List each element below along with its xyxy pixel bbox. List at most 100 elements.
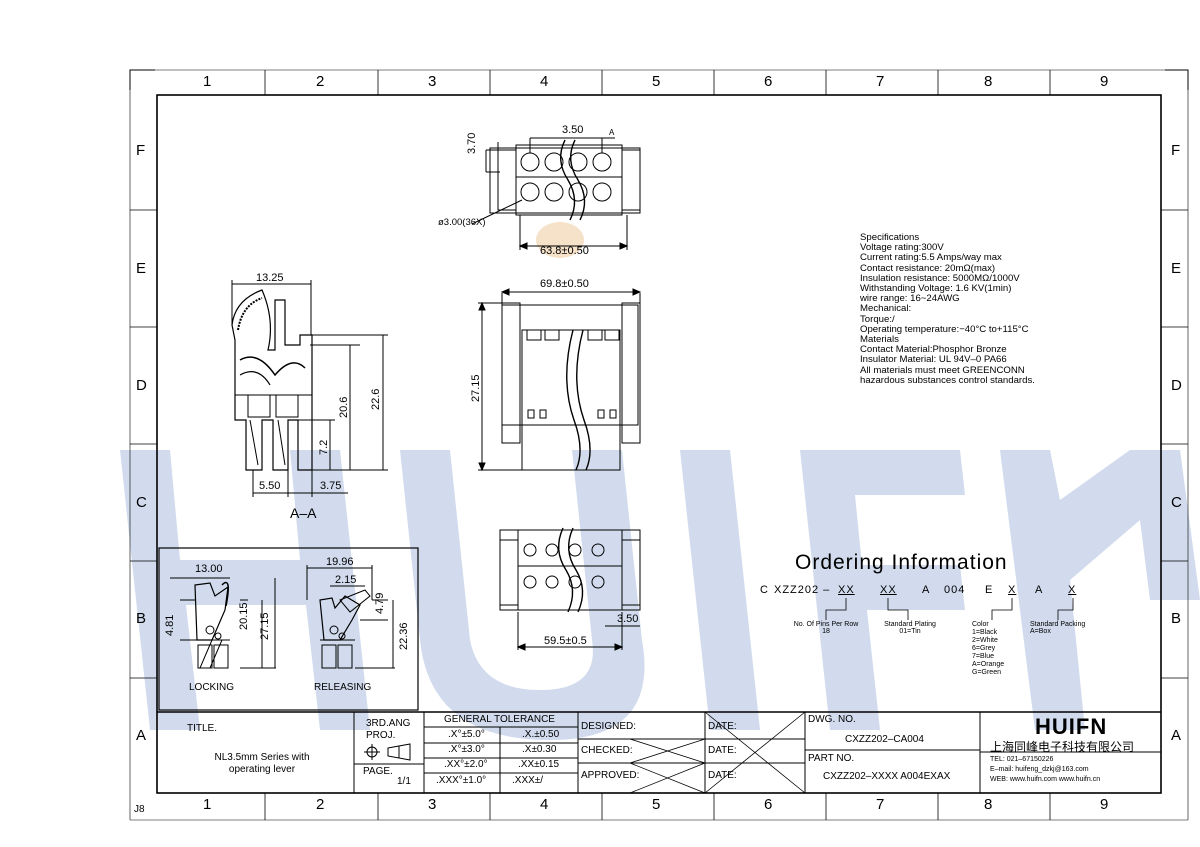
bottom-dim-pitch: 3.50: [617, 613, 639, 625]
note-pins-value: 18: [822, 628, 830, 635]
zone-row-e-right: E: [1171, 260, 1182, 277]
code-part-004: 004: [944, 584, 966, 596]
zone-col-6-bottom: 6: [764, 796, 773, 813]
section-view: [231, 280, 388, 497]
brand-logo: HUIFN: [1035, 714, 1108, 739]
zone-col-4: 4: [540, 73, 549, 90]
dwg-no-label: DWG. NO.: [808, 714, 856, 725]
zone-ticks: [130, 70, 1188, 820]
title-block-grid: [157, 711, 1161, 794]
spec-line: hazardous substances control standards.: [860, 374, 1035, 386]
zone-col-7: 7: [876, 73, 885, 90]
zone-row-f: F: [136, 142, 146, 159]
note-pins: No. Of Pins Per Row 18: [784, 621, 868, 635]
specifications-block: Specifications Voltage rating:300V Curre…: [860, 232, 1035, 386]
zone-col-9-bottom: 9: [1100, 796, 1109, 813]
code-part-c: C: [760, 584, 769, 596]
note-packing-title: Standard Packing: [1030, 621, 1086, 628]
zone-col-4-bottom: 4: [540, 796, 549, 813]
note-color-value: 7=Blue: [972, 653, 994, 660]
top-view: [471, 137, 641, 250]
ordering-leaders: [825, 598, 1074, 620]
zone-col-3: 3: [428, 73, 437, 90]
releasing-dim-h1: 4.79: [374, 592, 386, 614]
locking-dim-h3: 27.15: [259, 612, 271, 640]
company-name: 上海同峰电子科技有限公司: [990, 740, 1135, 754]
company-tel: TEL: 021–67150226: [990, 756, 1054, 763]
spec-line: Current rating:5.5 Amps/way max: [860, 252, 1002, 264]
page-label: PAGE.: [363, 766, 393, 777]
zone-col-7-bottom: 7: [876, 796, 885, 813]
zone-col-5: 5: [652, 73, 661, 90]
title-label: TITLE.: [187, 723, 218, 734]
projection-label: 3RD.ANG PROJ.: [366, 718, 410, 742]
spec-line: Voltage rating:300V: [860, 242, 944, 254]
dwg-no: CXZZ202–CA004: [845, 734, 924, 745]
zone-col-1: 1: [203, 73, 212, 90]
front-dim-height: 27.15: [470, 374, 482, 402]
top-dim-hole: ø3.00(36X): [438, 217, 486, 228]
spec-line: Withstanding Voltage: 1.6 KV(1min): [860, 283, 1012, 295]
tolerance-angle: .XXX°±1.0°: [436, 775, 487, 786]
locking-label: LOCKING: [189, 682, 235, 693]
date-label: DATE:: [708, 745, 737, 756]
zone-row-a: A: [136, 727, 147, 744]
releasing-dim-h2: 22.36: [398, 622, 410, 650]
top-dim-height: 3.70: [466, 132, 478, 154]
tolerance-linear: .X.±0.50: [522, 729, 560, 740]
zone-row-f-right: F: [1171, 142, 1181, 159]
spec-line: Insulation resistance: 5000MΩ/1000V: [860, 272, 1020, 284]
zone-col-3-bottom: 3: [428, 796, 437, 813]
top-dim-pitch: 3.50: [562, 124, 584, 136]
code-part-a: A: [922, 584, 931, 596]
bottom-dim-width: 59.5±0.5: [544, 635, 587, 647]
checked-label: CHECKED:: [581, 745, 633, 756]
zone-row-b: B: [136, 610, 147, 627]
company-web: WEB: www.huifn.com www.huifn.cn: [990, 776, 1101, 783]
spec-line: Materials: [860, 334, 899, 346]
zone-row-a-right: A: [1171, 727, 1182, 744]
tolerance-header: GENERAL TOLERANCE: [444, 714, 555, 725]
drawing-title: NL3.5mm Series with operating lever: [200, 752, 324, 776]
spec-line: Torque:/: [860, 313, 895, 325]
date-label: DATE:: [708, 770, 737, 781]
note-color-value: 1=Black: [972, 629, 998, 636]
releasing-label: RELEASING: [314, 682, 372, 693]
note-color-value: G=Green: [972, 669, 1001, 676]
code-part-e: E: [985, 584, 994, 596]
tolerance-angle: .XX°±2.0°: [444, 759, 488, 770]
note-color: Color 1=Black 2=White 6=Grey 7=Blue A=Or…: [972, 621, 1004, 677]
zone-col-2: 2: [316, 73, 325, 90]
tolerance-angle: .X°±3.0°: [448, 744, 485, 755]
section-label: A–A: [290, 505, 317, 521]
zone-row-c: C: [136, 494, 147, 511]
code-part-series: XZZ202 –: [774, 584, 831, 596]
bottom-view: [499, 527, 641, 651]
projection-line: 3RD.ANG: [366, 718, 411, 729]
zone-col-2-bottom: 2: [316, 796, 325, 813]
code-part-pins: XX: [838, 584, 855, 596]
ordering-title: Ordering Information: [795, 551, 1008, 574]
top-section-mark: A: [609, 128, 615, 137]
spec-line: Specifications: [860, 232, 920, 243]
top-dim-width: 63.8±0.50: [540, 245, 589, 257]
tolerance-linear: .X±0.30: [522, 744, 557, 755]
lever-inset: [158, 547, 419, 711]
section-dim-h3: 7.2: [318, 439, 330, 455]
note-color-title: Color: [972, 621, 989, 628]
note-pins-title: No. Of Pins Per Row: [793, 621, 859, 628]
page-value: 1/1: [397, 776, 411, 787]
spec-line: Insulator Material: UL 94V–0 PA66: [860, 354, 1007, 366]
spec-line: Mechanical:: [860, 303, 912, 315]
section-dim-w1: 5.50: [259, 480, 281, 492]
note-color-value: 6=Grey: [972, 645, 996, 652]
spec-line: Contact resistance: 20mΩ(max): [860, 262, 996, 274]
zone-col-8-bottom: 8: [984, 796, 993, 813]
releasing-dim-w2: 2.15: [335, 574, 357, 586]
zone-col-6: 6: [764, 73, 773, 90]
drawing-title-line: operating lever: [228, 764, 296, 775]
projection-line: PROJ.: [366, 730, 396, 741]
spec-line: wire range: 16~24AWG: [860, 293, 960, 305]
code-part-plating: XX: [880, 584, 897, 596]
